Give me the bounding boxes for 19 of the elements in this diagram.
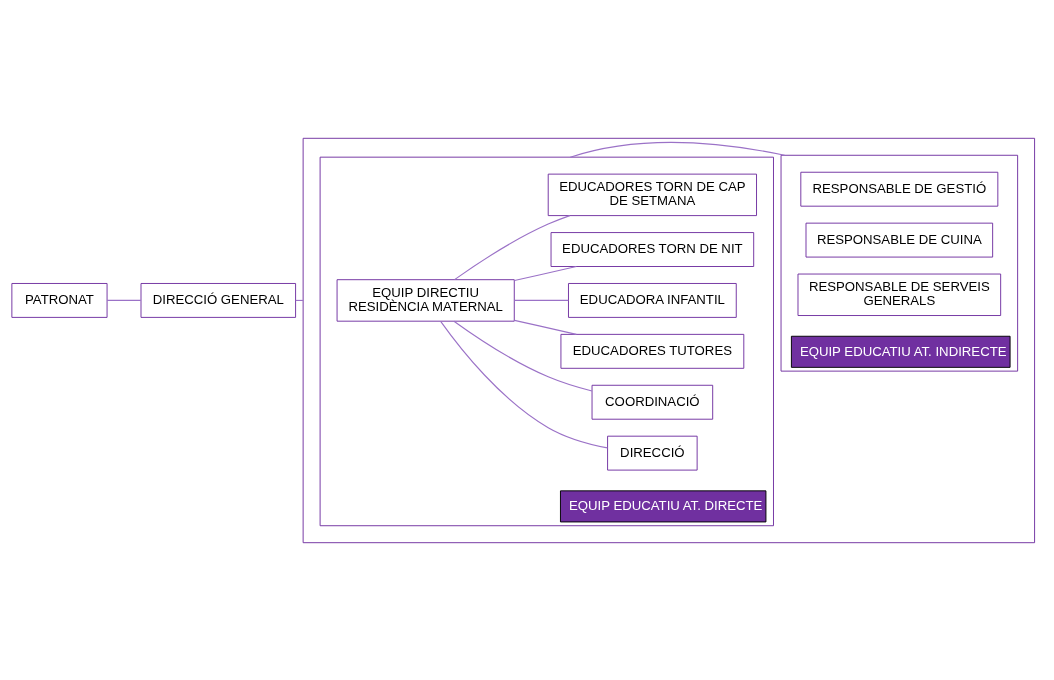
connector — [453, 320, 593, 392]
connector — [513, 299, 569, 301]
node-box: DIRECCIÓ — [607, 435, 698, 471]
node-box: DIRECCIÓ GENERAL — [140, 282, 297, 318]
node-box: RESPONSABLE DE GESTIÓ — [800, 171, 999, 207]
connector — [513, 319, 577, 335]
connector — [440, 320, 608, 448]
node-box: PATRONAT — [11, 282, 108, 318]
node-box: EDUCADORES TORN DE NIT — [550, 231, 755, 267]
connector — [513, 265, 577, 281]
node-box: EDUCADORES TORN DE CAP DE SETMANA — [547, 173, 757, 216]
cluster — [302, 137, 1036, 543]
node-box: RESPONSABLE DE SERVEIS GENERALS — [797, 273, 1002, 316]
node-box: EDUCADORA INFANTIL — [568, 282, 737, 318]
node-box: COORDINACIÓ — [591, 384, 714, 420]
node-box: EQUIP DIRECTIU RESIDÈNCIA MATERNAL — [336, 278, 515, 322]
node-box: RESPONSABLE DE CUINA — [805, 222, 994, 258]
node-box: EDUCADORES TUTORES — [560, 333, 745, 369]
connector — [106, 299, 142, 301]
